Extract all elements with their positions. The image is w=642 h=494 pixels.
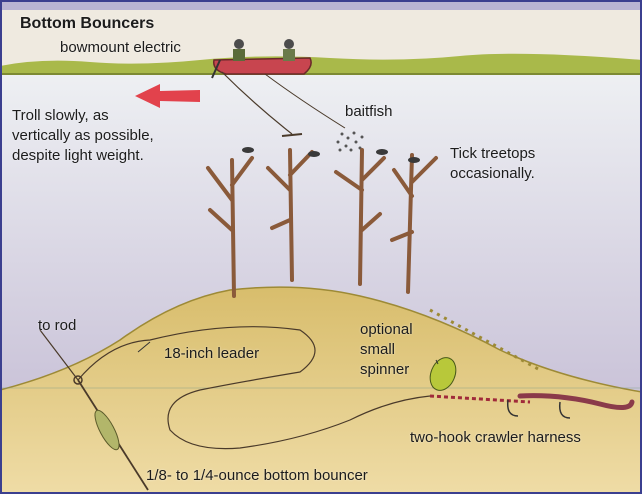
label-leader: 18-inch leader: [164, 344, 259, 363]
label-treetops-2: occasionally.: [450, 164, 535, 183]
label-to-rod: to rod: [38, 316, 76, 335]
label-spinner-2: small: [360, 340, 395, 359]
label-bowmount: bowmount electric: [60, 38, 181, 57]
label-harness: two-hook crawler harness: [410, 428, 581, 447]
label-bouncer: 1/8- to 1/4-ounce bottom bouncer: [146, 466, 368, 485]
label-spinner-3: spinner: [360, 360, 409, 379]
label-treetops-1: Tick treetops: [450, 144, 535, 163]
label-troll-3: despite light weight.: [12, 146, 144, 165]
label-troll-2: vertically as possible,: [12, 126, 154, 145]
diagram-title: Bottom Bouncers: [20, 14, 154, 33]
label-spinner-1: optional: [360, 320, 413, 339]
fish-icon: [242, 147, 254, 153]
fish-icon: [408, 157, 420, 163]
fish-icon: [376, 149, 388, 155]
label-troll-1: Troll slowly, as: [12, 106, 109, 125]
fish-icon: [308, 151, 320, 157]
label-baitfish: baitfish: [345, 102, 393, 121]
